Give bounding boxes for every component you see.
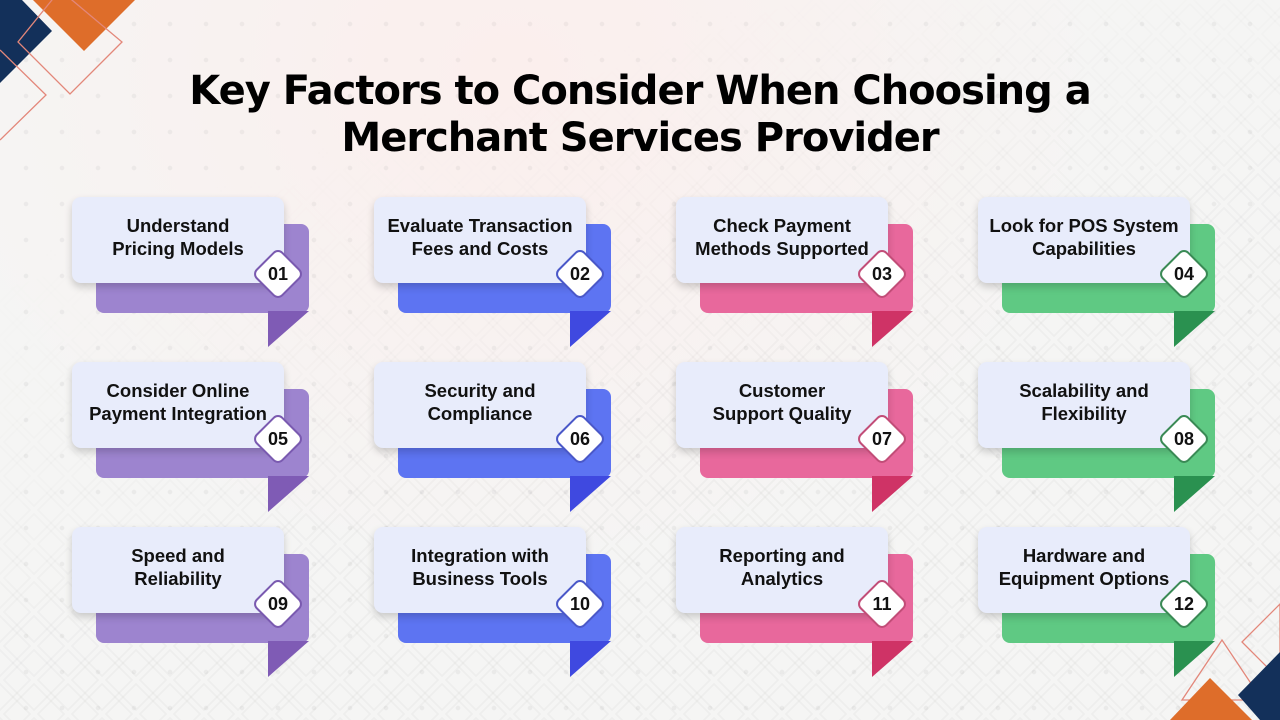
factor-title-line-2: Methods Supported [695,238,869,259]
factor-number: 11 [872,594,892,614]
card-tail-shape [1174,476,1215,512]
factor-title-line-1: Customer [738,380,826,401]
factor-title-line-2: Pricing Models [112,238,244,259]
factor-title: Scalability and Flexibility [1013,379,1155,431]
card-label-panel: Security and Compliance [374,362,586,448]
factor-title: Understand Pricing Models [106,214,250,266]
factor-title-line-2: Fees and Costs [411,238,549,259]
card-tail-shape [268,641,309,677]
card-tail-shape [872,641,913,677]
factor-title-line-1: Evaluate Transaction [387,215,573,236]
card-tail-shape [872,311,913,347]
factor-title-line-1: Reporting and [719,545,845,566]
card-label-panel: Reporting and Analytics [676,527,888,613]
factor-title: Customer Support Quality [707,379,858,431]
factor-title-line-2: Flexibility [1041,403,1127,424]
factor-title-line-2: Capabilities [1032,238,1136,259]
card-label-panel: Evaluate Transaction Fees and Costs [374,197,586,283]
card-tail-shape [268,311,309,347]
factor-title: Integration with Business Tools [405,544,555,596]
factor-title-line-2: Business Tools [412,568,548,589]
factor-number: 02 [569,264,591,284]
factor-title: Check Payment Methods Supported [689,214,875,266]
factor-card: Look for POS System Capabilities 04 [978,197,1223,349]
factor-number: 01 [267,264,289,284]
factor-number: 12 [1173,594,1195,614]
card-label-panel: Consider Online Payment Integration [72,362,284,448]
card-label-panel: Customer Support Quality [676,362,888,448]
factor-card: Reporting and Analytics 11 [676,527,921,679]
card-tail-shape [1174,641,1215,677]
corner-decoration-top-left [0,0,135,141]
factor-title-line-2: Equipment Options [998,568,1170,589]
factor-title-line-1: Integration with [411,545,549,566]
title-line-2: Merchant Services Provider [341,115,939,161]
factor-card: Security and Compliance 06 [374,362,619,514]
factor-card: Integration with Business Tools 10 [374,527,619,679]
title-line-1: Key Factors to Consider When Choosing a [189,68,1091,114]
factor-number: 04 [1173,264,1195,284]
factor-title: Speed and Reliability [125,544,231,596]
factor-title-line-2: Support Quality [712,403,852,424]
factor-card: Hardware and Equipment Options 12 [978,527,1223,679]
factor-title-line-1: Look for POS System [989,215,1179,236]
factor-number: 03 [871,264,893,284]
factor-title: Security and Compliance [418,379,541,431]
navy-triangle-shape [1238,652,1280,720]
orange-triangle-shape [33,0,135,51]
factor-title: Evaluate Transaction Fees and Costs [381,214,578,266]
factor-title-line-1: Scalability and [1019,380,1149,401]
factor-number: 05 [267,429,289,449]
factor-card: Check Payment Methods Supported 03 [676,197,921,349]
factor-card: Evaluate Transaction Fees and Costs 02 [374,197,619,349]
factor-title-line-2: Payment Integration [89,403,267,424]
factor-number: 07 [871,429,893,449]
card-tail-shape [570,476,611,512]
card-label-panel: Speed and Reliability [72,527,284,613]
corner-decoration-bottom-right [1170,603,1280,720]
factor-title: Reporting and Analytics [713,544,850,596]
factor-title: Look for POS System Capabilities [983,214,1184,266]
factor-card: Scalability and Flexibility 08 [978,362,1223,514]
factor-card: Consider Online Payment Integration 05 [72,362,317,514]
card-label-panel: Integration with Business Tools [374,527,586,613]
factor-title-line-1: Consider Online [106,380,250,401]
outline-chevron-shape [1241,603,1280,681]
card-label-panel: Hardware and Equipment Options [978,527,1190,613]
card-tail-shape [268,476,309,512]
factor-card: Customer Support Quality 07 [676,362,921,514]
factor-number: 10 [569,594,591,614]
card-label-panel: Scalability and Flexibility [978,362,1190,448]
page-title: Key Factors to Consider When Choosing a … [0,68,1280,162]
factor-card: Speed and Reliability 09 [72,527,317,679]
card-tail-shape [570,311,611,347]
card-label-panel: Understand Pricing Models [72,197,284,283]
factor-title-line-2: Reliability [134,568,222,589]
factor-title: Hardware and Equipment Options [993,544,1176,596]
factor-title: Consider Online Payment Integration [83,379,273,431]
factor-number: 08 [1173,429,1195,449]
factor-number: 09 [267,594,289,614]
factor-title-line-2: Compliance [427,403,533,424]
card-tail-shape [1174,311,1215,347]
outline-diamond-shape [17,0,123,95]
card-tail-shape [570,641,611,677]
factor-number: 06 [569,429,591,449]
factor-title-line-1: Security and [424,380,536,401]
outline-chevron-shape [0,49,47,141]
factor-card: Understand Pricing Models 01 [72,197,317,349]
card-label-panel: Look for POS System Capabilities [978,197,1190,283]
orange-triangle-shape [1170,678,1252,720]
card-tail-shape [872,476,913,512]
factor-title-line-1: Hardware and [1022,545,1146,566]
card-label-panel: Check Payment Methods Supported [676,197,888,283]
factor-title-line-1: Understand [126,215,230,236]
factor-title-line-1: Check Payment [713,215,851,236]
factor-title-line-2: Analytics [740,568,824,589]
factor-title-line-1: Speed and [131,545,225,566]
